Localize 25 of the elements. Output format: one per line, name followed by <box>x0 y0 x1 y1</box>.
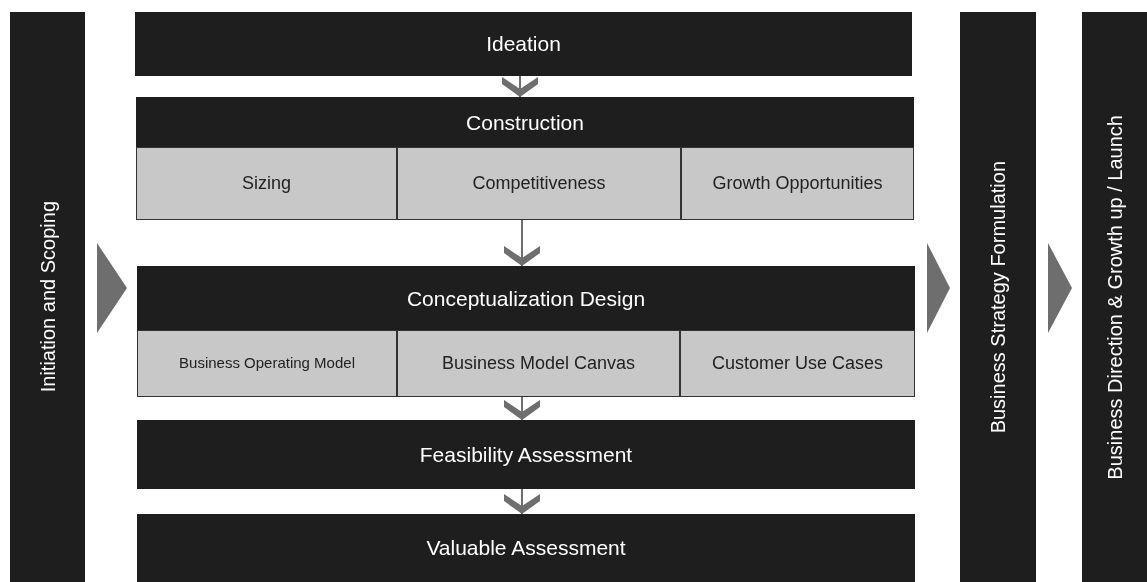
step-bar <box>135 12 912 76</box>
step-label: Valuable Assessment <box>426 535 626 562</box>
step-heading: Conceptualization Design <box>406 286 646 313</box>
triangle-arrow <box>97 243 127 333</box>
triangle-arrow <box>927 243 950 333</box>
sub-step-cell: Customer Use Cases <box>680 330 915 397</box>
step-panel <box>137 266 915 397</box>
triangle-arrow <box>1048 243 1072 333</box>
step-label: Feasibility Assessment <box>419 441 633 468</box>
sub-step-cell: Sizing <box>136 147 397 220</box>
sub-step-cell: Growth Opportunities <box>681 147 914 220</box>
stage-bar <box>960 12 1036 582</box>
step-bar <box>137 514 915 582</box>
stage-bar <box>1082 12 1147 582</box>
sub-step-cell: Business Model Canvas <box>397 330 680 397</box>
sub-step-cell: Competitiveness <box>397 147 681 220</box>
step-panel <box>136 97 914 220</box>
step-heading: Construction <box>466 110 584 137</box>
stage-bar <box>10 12 85 582</box>
step-bar <box>137 420 915 489</box>
stage-label: Business Direction & Growth up / Launch <box>1102 114 1127 480</box>
stage-label: Initiation and Scoping <box>35 201 60 393</box>
stage-label: Business Strategy Formulation <box>986 160 1010 434</box>
step-label: Ideation <box>486 31 561 58</box>
sub-step-cell: Business Operating Model <box>137 330 397 397</box>
